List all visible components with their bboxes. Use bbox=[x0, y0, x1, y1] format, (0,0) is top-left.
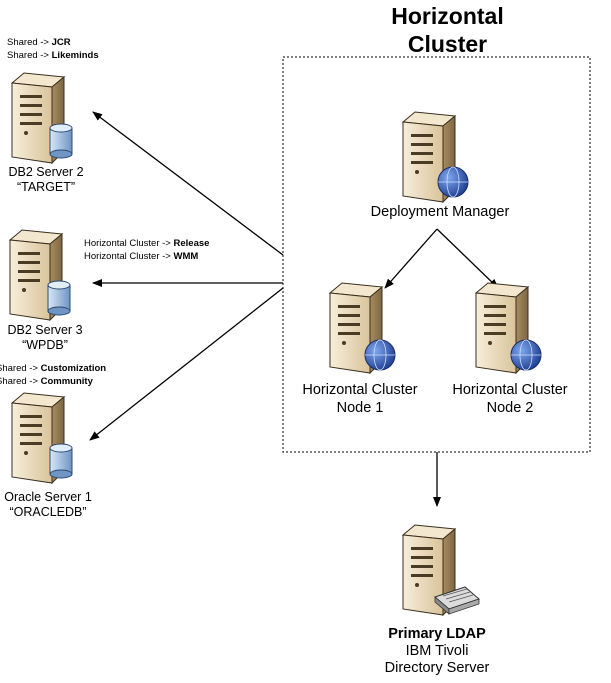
oracle-server1-notes: Shared -> Customization Shared -> Commun… bbox=[0, 362, 106, 388]
db2-server3-label: DB2 Server 3 “WPDB” bbox=[7, 323, 83, 352]
db2-server2-icon bbox=[11, 72, 73, 164]
note-line: Shared -> Community bbox=[0, 376, 93, 387]
cluster-title: Horizontal Cluster bbox=[355, 2, 540, 58]
oracle-server1-icon bbox=[11, 392, 73, 484]
note-line: Horizontal Cluster -> Release bbox=[84, 238, 210, 249]
node2-server-icon bbox=[475, 282, 542, 374]
note-line: Shared -> JCR bbox=[7, 37, 71, 48]
arrow-to-db2-server2 bbox=[92, 111, 284, 256]
arrow-dm-to-node1 bbox=[384, 228, 438, 289]
arrow-dm-to-node2 bbox=[436, 228, 499, 289]
db2-server2-notes: Shared -> JCR Shared -> Likeminds bbox=[7, 36, 99, 62]
db2-server2-label: DB2 Server 2 “TARGET” bbox=[8, 165, 84, 194]
node2-label: Horizontal Cluster Node 2 bbox=[452, 382, 568, 416]
title-line2: Cluster bbox=[407, 31, 488, 57]
cluster-boundary bbox=[282, 56, 591, 453]
note-line: Shared -> Likeminds bbox=[7, 50, 99, 61]
ldap-label: Primary LDAP IBM Tivoli Directory Server bbox=[384, 626, 490, 676]
deployment-manager-server-icon bbox=[402, 111, 469, 203]
title-line1: Horizontal bbox=[391, 3, 504, 29]
oracle-server1-label: Oracle Server 1 “ORACLEDB” bbox=[4, 490, 92, 519]
node1-label: Horizontal Cluster Node 1 bbox=[302, 382, 418, 416]
deployment-manager-label: Deployment Manager bbox=[370, 204, 510, 220]
note-line: Shared -> Customization bbox=[0, 363, 107, 374]
db2-server3-icon bbox=[9, 229, 71, 321]
node1-server-icon bbox=[329, 282, 396, 374]
db2-server3-notes: Horizontal Cluster -> Release Horizontal… bbox=[84, 237, 209, 263]
arrow-to-oracle-server1 bbox=[89, 287, 284, 441]
ldap-server-icon bbox=[402, 524, 480, 616]
note-line: Horizontal Cluster -> WMM bbox=[84, 251, 199, 262]
